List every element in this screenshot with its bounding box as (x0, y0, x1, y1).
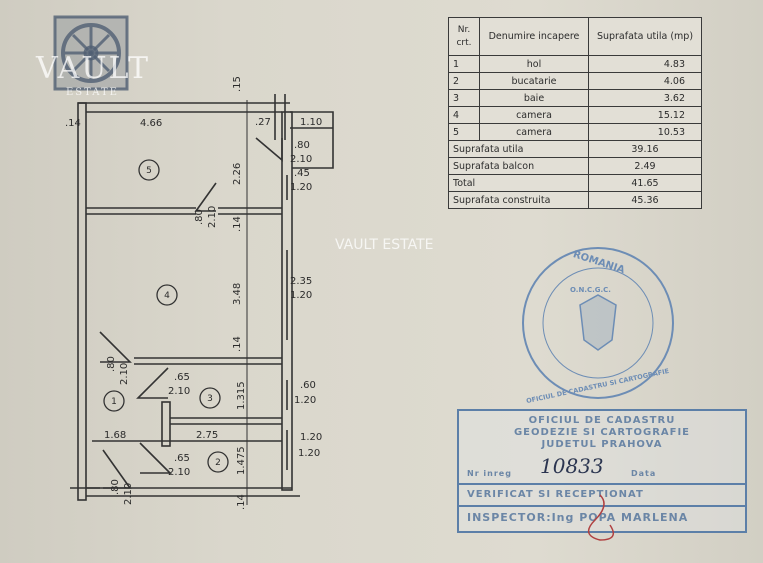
dim: .80 (194, 209, 205, 225)
vault-logo-icon (53, 15, 129, 91)
room-5-label: 5 (146, 166, 152, 176)
cell-area: 3.62 (588, 89, 702, 107)
dim: .65 (174, 372, 190, 383)
header-nr: Nr. crt. (448, 17, 480, 56)
reg-label: Nr inreg (467, 469, 512, 478)
total-value: 39.16 (588, 140, 702, 158)
date-label: Data (631, 469, 657, 478)
cell-name: hol (479, 55, 589, 73)
room-1-label: 1 (111, 397, 117, 407)
stamp-mid-text: O.N.C.G.C. (570, 286, 611, 294)
total-value: 45.36 (588, 191, 702, 209)
cell-area: 10.53 (588, 123, 702, 141)
watermark-center: VAULT ESTATE (335, 237, 434, 253)
dim: 2.10 (123, 483, 134, 505)
dim: 2.35 (290, 276, 312, 287)
dim: .60 (300, 380, 316, 391)
area-table: Nr. crt. Denumire incapere Suprafata uti… (448, 17, 702, 209)
dim: 2.75 (196, 430, 218, 441)
room-2-label: 2 (215, 458, 221, 468)
dim: 1.315 (236, 381, 247, 410)
total-value: 2.49 (588, 157, 702, 175)
dim: .14 (232, 336, 243, 352)
watermark-brand: VAULT (36, 51, 151, 86)
dim: .27 (255, 117, 271, 128)
total-value: 41.65 (588, 174, 702, 192)
dim: .14 (65, 118, 81, 129)
cell-nr: 5 (448, 123, 480, 141)
dim: 1.10 (300, 117, 322, 128)
watermark-sub: ESTATE (66, 87, 119, 98)
dim: 2.10 (168, 386, 190, 397)
dim: .14 (232, 216, 243, 232)
dim: 1.68 (104, 430, 126, 441)
dim: 1.20 (300, 432, 322, 443)
dim: .65 (174, 453, 190, 464)
dim: 2.10 (207, 206, 218, 228)
cell-name: bucatarie (479, 72, 589, 90)
cell-nr: 2 (448, 72, 480, 90)
cell-name: baie (479, 89, 589, 107)
dim: 1.20 (290, 290, 312, 301)
dim: 1.20 (298, 448, 320, 459)
stamp-line-3: JUDETUL PRAHOVA (541, 439, 663, 450)
door-balcony (255, 137, 283, 162)
cell-area: 4.83 (588, 55, 702, 73)
dim: 2.26 (232, 163, 243, 185)
total-label: Suprafata balcon (448, 157, 589, 175)
dim: 1.20 (290, 182, 312, 193)
dim: .14 (236, 494, 247, 510)
dim: .80 (110, 479, 121, 495)
cell-name: camera (479, 106, 589, 124)
dim: .15 (232, 76, 243, 92)
dim: .45 (294, 168, 310, 179)
total-label: Suprafata construita (448, 191, 589, 209)
cell-nr: 4 (448, 106, 480, 124)
dim: 2.10 (168, 467, 190, 478)
reg-number-handwritten: 10833 (540, 454, 604, 478)
stamp-bottom-text: OFICIUL DE CADASTRU SI CARTOGRAFIE (525, 367, 669, 405)
stamp-line-2: GEODEZIE SI CARTOGRAFIE (513, 427, 691, 438)
round-stamp (522, 247, 674, 399)
cell-nr: 1 (448, 55, 480, 73)
inspector-text: INSPECTOR:Ing POPA MARLENA (459, 505, 745, 531)
header-area: Suprafata utila (mp) (588, 17, 702, 56)
cell-nr: 3 (448, 89, 480, 107)
dim: 1.475 (236, 446, 247, 475)
dim: 1.20 (294, 395, 316, 406)
dimension-labels: .14 4.66 .27 1.10 .80 2.10 .45 1.20 2.35… (65, 76, 322, 510)
total-label: Total (448, 174, 589, 192)
room-3-label: 3 (207, 394, 213, 404)
dim: .80 (294, 140, 310, 151)
stamp-top-text: ROMANIA (572, 249, 627, 276)
dim: 3.48 (232, 283, 243, 305)
header-name: Denumire incapere (479, 17, 589, 56)
cell-area: 15.12 (588, 106, 702, 124)
balcony (290, 111, 334, 169)
cell-area: 4.06 (588, 72, 702, 90)
cadastre-box-stamp: OFICIUL DE CADASTRU GEODEZIE SI CARTOGRA… (457, 409, 747, 533)
dim: 2.10 (119, 363, 130, 385)
room-4-label: 4 (164, 291, 170, 301)
cell-name: camera (479, 123, 589, 141)
right-wall (281, 111, 293, 491)
dim: 4.66 (140, 118, 162, 129)
total-label: Suprafata utila (448, 140, 589, 158)
stamp-line-1: OFICIUL DE CADASTRU (528, 415, 676, 426)
dim: .80 (106, 356, 117, 372)
dim: 2.10 (290, 154, 312, 165)
left-wall (77, 102, 87, 501)
verified-text: VERIFICAT SI RECEPTIONAT (459, 483, 745, 505)
